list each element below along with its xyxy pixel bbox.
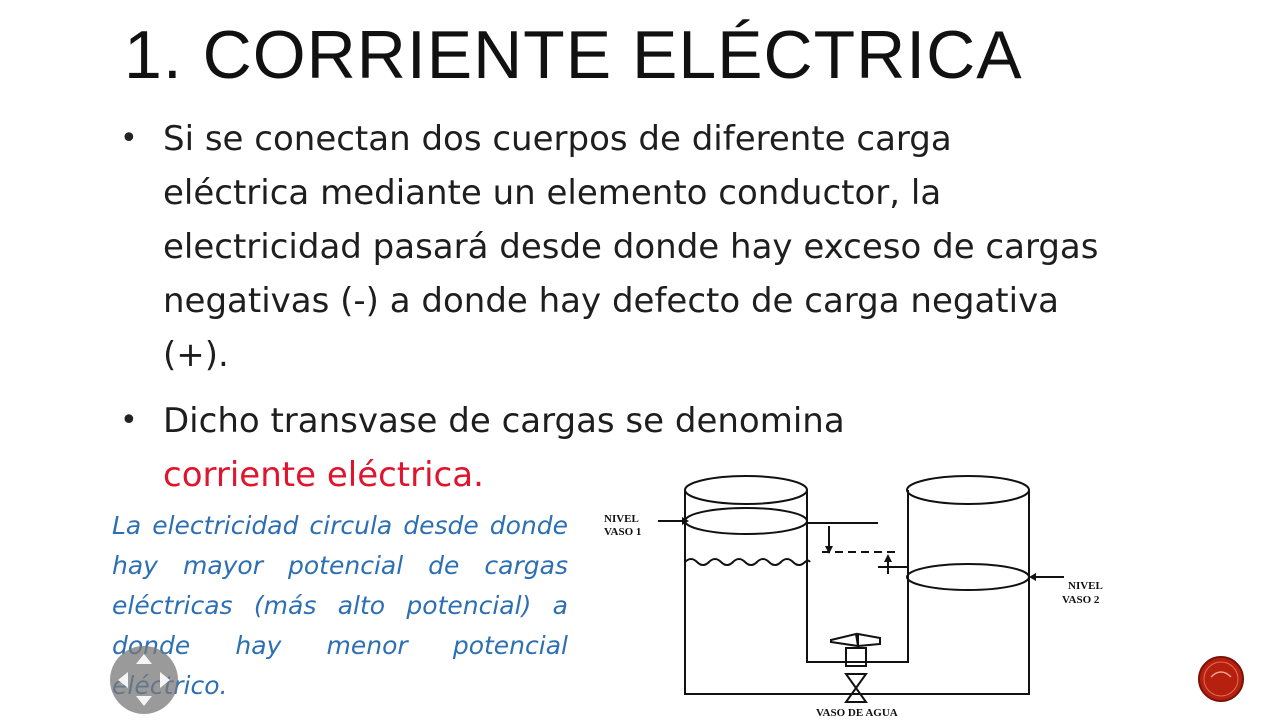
pointer-1-arrow-icon <box>682 517 689 525</box>
vessel-2-water-surface <box>906 563 1030 591</box>
label-vaso-2-line-2: VASO 2 <box>1062 594 1100 606</box>
circle-logo-icon <box>1198 656 1244 702</box>
bullet-dot-icon: • <box>120 403 138 438</box>
label-vaso-1-line-2: VASO 1 <box>604 526 641 538</box>
communicating-vessels-diagram: NIVEL VASO 1 NIVEL VASO 2 VASO DE AGUA <box>604 475 1103 719</box>
bullet-dot-icon: • <box>120 121 138 156</box>
vessel-1-water-surface <box>684 507 808 535</box>
explanation-note: La electricidad circula desde donde hay … <box>112 511 568 700</box>
highlighted-term: corriente eléctrica. <box>163 455 484 495</box>
list-item: • Si se conectan dos cuerpos de diferent… <box>120 112 1100 382</box>
vessel-2-top-rim <box>906 475 1030 505</box>
label-vaso-1-line-1: NIVEL <box>604 513 639 525</box>
slide-edge <box>1275 0 1280 720</box>
bullet-list: • Si se conectan dos cuerpos de diferent… <box>120 112 1100 514</box>
list-item: • Dicho transvase de cargas se denomina … <box>120 394 1100 502</box>
tap-handle <box>830 632 881 648</box>
tap-valve <box>844 673 868 703</box>
vessel-1-body <box>684 490 1030 695</box>
page-title: 1. CORRIENTE ELÉCTRICA <box>124 17 1023 93</box>
vessel-1-top-rim <box>684 475 808 505</box>
diagram-caption: VASO DE AGUA <box>816 707 898 719</box>
drop-arrow-head-icon <box>825 546 833 554</box>
label-vaso-2-line-1: NIVEL <box>1068 580 1103 592</box>
rise-arrow-head-icon <box>884 554 892 562</box>
move-arrows-glyph <box>118 654 170 706</box>
vessel-1-wave <box>684 558 811 566</box>
tap-body <box>845 647 867 667</box>
bullet-text: Si se conectan dos cuerpos de diferente … <box>163 119 1099 375</box>
bullet-text: Dicho transvase de cargas se denomina co… <box>163 394 1100 502</box>
pointer-2-arrow-icon <box>1029 573 1036 581</box>
move-arrows-icon[interactable] <box>110 646 178 714</box>
bullet-text-plain: Dicho transvase de cargas se denomina <box>163 401 845 441</box>
